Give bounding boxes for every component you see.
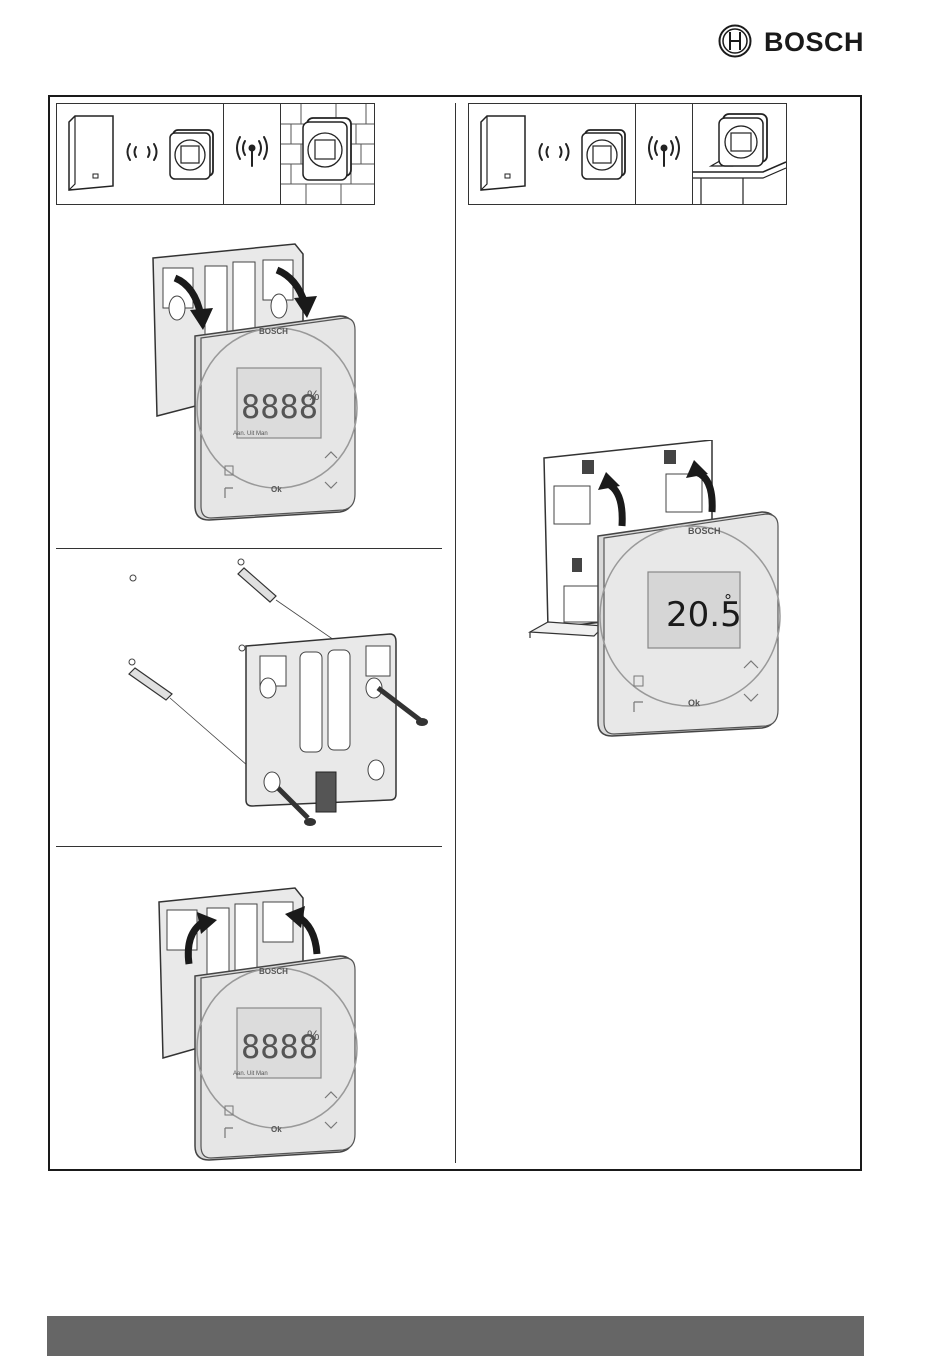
wireless-signal-icon	[128, 144, 157, 160]
table-stand-option-strip	[468, 103, 787, 205]
figure-screw-mounting	[120, 556, 440, 836]
boiler-icon	[69, 116, 113, 190]
thermostat-brand-label: BOSCH	[259, 327, 288, 336]
figure-remove-from-wall-plate: 8888 % Aan. Uit Man BOSCH Ok	[145, 878, 365, 1163]
lcd-percent-text: %	[307, 387, 319, 403]
table-stand-icon	[693, 104, 786, 204]
lcd-percent-text: %	[307, 1027, 319, 1043]
figure-table-stand-mount: 20.5 ° BOSCH Ok	[524, 440, 784, 740]
footer-bar	[47, 1316, 864, 1356]
lcd-modes-text: Aan. Uit Man	[233, 431, 268, 437]
wall-plug-icon	[238, 559, 334, 640]
antenna-cell	[224, 104, 280, 204]
thermostat-device: 20.5 ° BOSCH Ok	[598, 512, 780, 736]
hook-icon	[664, 450, 676, 464]
hook-icon	[582, 460, 594, 474]
temperature-unit: °	[724, 591, 732, 610]
antenna-icon	[636, 104, 692, 204]
antenna-icon	[224, 104, 280, 204]
antenna-cell	[636, 104, 692, 204]
wall-mount-icon	[281, 104, 374, 204]
wall-mount-cell	[281, 104, 374, 204]
wall-mount-option-strip	[56, 103, 375, 205]
row-divider-1	[56, 548, 442, 549]
thermostat-device: 8888 % Aan. Uit Man BOSCH Ok	[195, 316, 357, 520]
thermostat-icon	[582, 130, 625, 179]
thermostat-icon	[170, 130, 213, 179]
drill-point-icon	[130, 575, 245, 651]
brand-name: BOSCH	[764, 27, 864, 58]
figure-attach-to-wall-plate: 8888 % Aan. Uit Man BOSCH Ok	[145, 238, 365, 523]
column-divider	[455, 103, 456, 1163]
wireless-signal-icon	[540, 144, 569, 160]
thermostat-brand-label: BOSCH	[688, 526, 721, 536]
thermostat-device: 8888 % Aan. Uit Man BOSCH Ok	[195, 956, 357, 1160]
boiler-wireless-cell	[57, 104, 223, 204]
mounting-plate	[246, 634, 396, 812]
ok-button: Ok	[688, 698, 701, 708]
hook-icon	[572, 558, 582, 572]
brand-header: BOSCH	[718, 24, 868, 60]
thermostat-brand-label: BOSCH	[259, 967, 288, 976]
bosch-logo-icon	[718, 24, 752, 58]
wall-plug-icon	[129, 659, 248, 766]
lcd-modes-text: Aan. Uit Man	[233, 1071, 268, 1077]
boiler-wireless-cell	[469, 104, 635, 204]
ok-button: Ok	[271, 1125, 282, 1134]
ok-button: Ok	[271, 485, 282, 494]
row-divider-2	[56, 846, 442, 847]
boiler-icon	[481, 116, 525, 190]
table-stand-cell	[693, 104, 786, 204]
